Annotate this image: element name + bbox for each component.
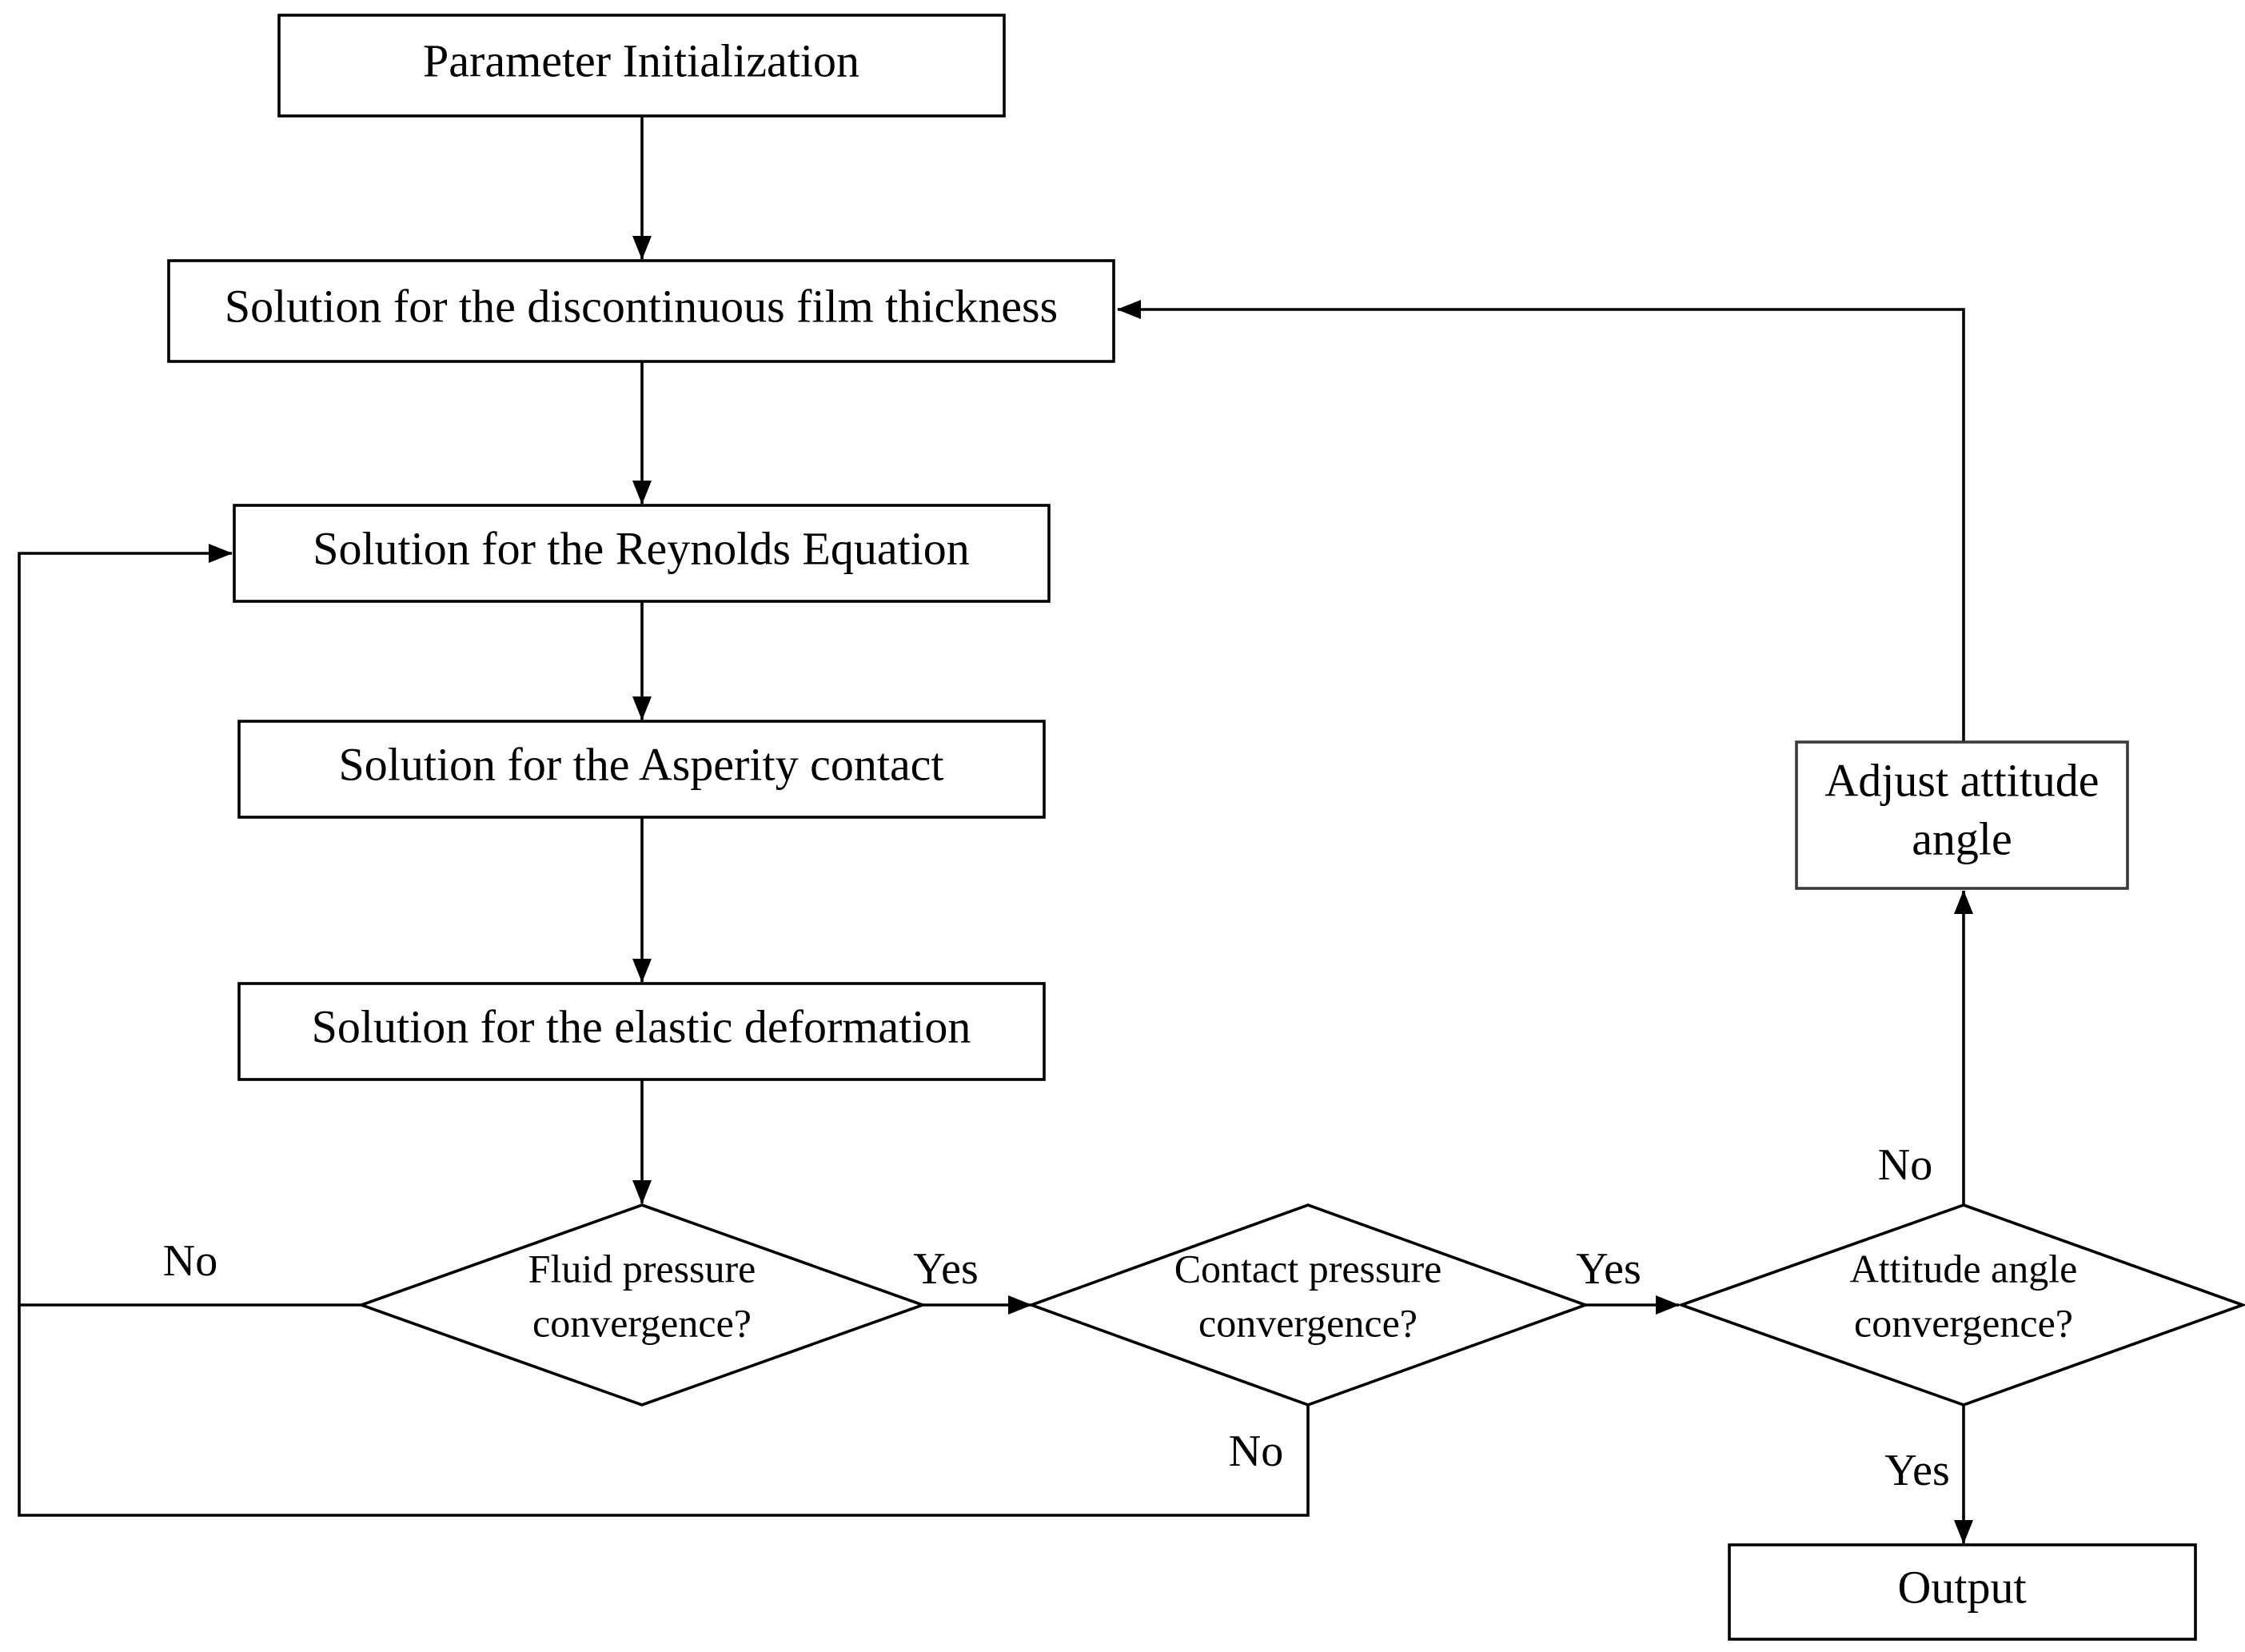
edge-label-fluid-yes: Yes [913, 1244, 978, 1294]
edge-label-fluid-no: No [163, 1236, 217, 1286]
node-asperity-label: Solution for the Asperity contact [338, 738, 943, 790]
decision-fluid-pressure-label-line2: convergence? [532, 1300, 752, 1345]
node-output: Output [1728, 1543, 2197, 1641]
node-elastic: Solution for the elastic deformation [237, 982, 1046, 1081]
decision-attitude-angle: Attitude angle convergence? [1677, 1203, 2245, 1407]
node-adjust-angle-label-line2: angle [1912, 812, 2012, 864]
decision-attitude-angle-label-line2: convergence? [1854, 1300, 2073, 1345]
node-reynolds-label: Solution for the Reynolds Equation [313, 522, 970, 574]
node-film-thickness-label: Solution for the discontinuous film thic… [225, 280, 1058, 332]
decision-contact-pressure-label-line1: Contact pressure [1174, 1246, 1442, 1291]
decision-fluid-pressure-label-line1: Fluid pressure [528, 1246, 756, 1291]
node-asperity: Solution for the Asperity contact [237, 720, 1046, 819]
edges [18, 116, 1973, 1544]
decision-attitude-angle-label-line1: Attitude angle [1850, 1246, 2078, 1291]
edge-label-contact-yes: Yes [1576, 1244, 1641, 1294]
arrow-adjust-to-film [1117, 300, 1965, 742]
node-reynolds: Solution for the Reynolds Equation [233, 504, 1051, 603]
arrow-fluid-no-loop [18, 544, 361, 1307]
node-elastic-label: Solution for the elastic deformation [312, 1000, 971, 1052]
decision-contact-pressure: Contact pressure convergence? [1027, 1203, 1590, 1407]
node-film-thickness: Solution for the discontinuous film thic… [167, 259, 1115, 363]
edge-label-contact-no: No [1229, 1427, 1283, 1476]
edge-label-attitude-yes: Yes [1884, 1446, 1949, 1495]
edge-label-attitude-no: No [1878, 1140, 1932, 1190]
node-output-label: Output [1897, 1561, 2026, 1613]
node-adjust-angle-label-line1: Adjust attitude [1824, 754, 2099, 806]
node-adjust-angle: Adjust attitude angle [1795, 740, 2129, 890]
node-param-init-label: Parameter Initialization [423, 34, 859, 86]
decision-fluid-pressure: Fluid pressure convergence? [357, 1203, 927, 1407]
decision-contact-pressure-label-line2: convergence? [1198, 1300, 1418, 1345]
arrow-contact-no-loop [18, 1305, 1310, 1517]
node-param-init: Parameter Initialization [277, 14, 1006, 118]
